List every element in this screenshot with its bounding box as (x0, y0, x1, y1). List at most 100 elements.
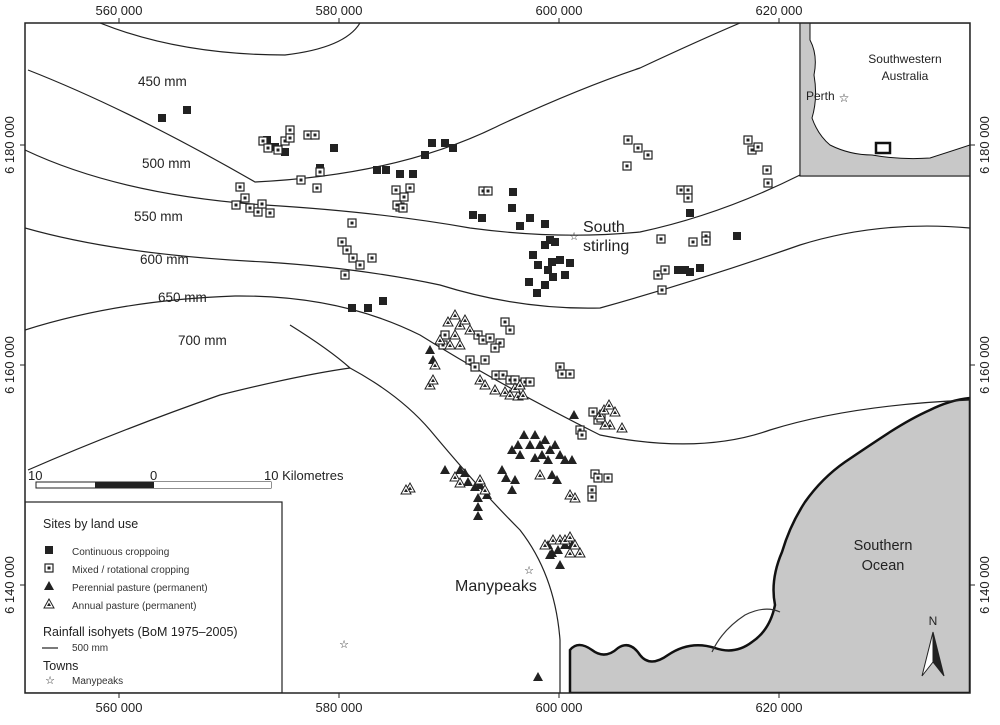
mixed-cropping-site (399, 192, 409, 202)
mixed-cropping-site (633, 143, 643, 153)
x-axis-bottom: 560 000 580 000 600 000 620 000 (96, 700, 803, 715)
perennial-pasture-site (537, 450, 547, 459)
annual-pasture-site (479, 378, 491, 390)
mixed-cropping-site (440, 330, 450, 340)
annual-pasture-site (444, 338, 456, 350)
annual-pasture-site (489, 383, 501, 395)
mixed-cropping-site (231, 200, 241, 210)
x-tick-label: 580 000 (316, 3, 363, 18)
mixed-cropping-site (310, 130, 320, 140)
continuous-cropping-site (556, 256, 564, 264)
annual-pasture-site (517, 388, 529, 400)
continuous-cropping-site (534, 261, 542, 269)
isohyet-label: 650 mm (158, 290, 207, 305)
annual-pasture-site (449, 328, 461, 340)
annual-pasture-site (434, 333, 446, 345)
mixed-cropping-site (688, 237, 698, 247)
mixed-cropping-site (623, 135, 633, 145)
annual-pasture-site (514, 378, 526, 390)
continuous-cropping-site (526, 214, 534, 222)
mixed-cropping-site (312, 183, 322, 193)
annual-pasture-site (574, 546, 586, 558)
town-label: Manypeaks (455, 578, 537, 595)
site-markers (158, 106, 773, 681)
mixed-cropping-site (342, 245, 352, 255)
annual-pasture-site (464, 323, 476, 335)
mixed-cropping-site (337, 237, 347, 247)
annual-pasture-site (429, 358, 441, 370)
inlet (711, 608, 781, 653)
y-tick-label: 6 160 000 (977, 336, 992, 394)
annual-pasture-site (459, 313, 471, 325)
legend-item: Mixed / rotational cropping (72, 565, 189, 576)
perennial-pasture-site (473, 511, 483, 520)
mixed-cropping-site (265, 208, 275, 218)
x-tick-label: 600 000 (536, 700, 583, 715)
perennial-pasture-site (545, 445, 555, 454)
continuous-cropping-site (421, 151, 429, 159)
legend-isohyet-title: Rainfall isohyets (BoM 1975–2005) (43, 625, 238, 639)
continuous-cropping-site (686, 209, 694, 217)
perennial-pasture-site (530, 430, 540, 439)
ocean-label: Southern (854, 538, 913, 554)
mixed-cropping-site (505, 325, 515, 335)
perennial-pasture-site (555, 450, 565, 459)
x-axis-top: 560 000 580 000 600 000 620 000 (96, 3, 803, 18)
town-label: South (583, 219, 625, 236)
mixed-cropping-site (258, 136, 268, 146)
mixed-cropping-site (470, 362, 480, 372)
annual-pasture-site (609, 405, 621, 417)
perennial-pasture-site (530, 453, 540, 462)
mixed-cropping-site (285, 125, 295, 135)
perennial-pasture-site (550, 440, 560, 449)
perth-star-icon: ☆ (839, 91, 850, 105)
continuous-cropping-site (183, 106, 191, 114)
legend-item: Continuous croppoing (72, 547, 169, 558)
mixed-cropping-site (485, 333, 495, 343)
continuous-cropping-site (449, 144, 457, 152)
x-tick-label: 620 000 (756, 700, 803, 715)
perennial-pasture-site (440, 465, 450, 474)
annual-pasture-site (534, 468, 546, 480)
annual-pasture-site (547, 533, 559, 545)
mixed-cropping-site (653, 270, 663, 280)
mixed-cropping-site (490, 343, 500, 353)
mixed-cropping-site (683, 193, 693, 203)
inset-city-label: Perth (806, 89, 835, 103)
scale-label-left: 10 (28, 468, 42, 483)
mixed-cropping-site (603, 473, 613, 483)
tick-marks (20, 18, 975, 698)
ocean-area (568, 396, 970, 693)
mixed-cropping-site (465, 355, 475, 365)
perennial-pasture-site (545, 550, 555, 559)
annual-pasture-site (564, 546, 576, 558)
perennial-pasture-site (510, 475, 520, 484)
mixed-cropping-site (683, 185, 693, 195)
continuous-cropping-site (566, 259, 574, 267)
mixed-cropping-site (701, 236, 711, 246)
continuous-cropping-site (529, 251, 537, 259)
mixed-cropping-site (367, 253, 377, 263)
annual-pasture-site (449, 308, 461, 320)
continuous-cropping-site (733, 232, 741, 240)
legend-towns-title: Towns (43, 659, 78, 673)
perennial-pasture-site (555, 560, 565, 569)
inset-region-label: Australia (882, 69, 929, 83)
annual-pasture-site (569, 538, 581, 550)
mixed-cropping-site (273, 145, 283, 155)
annual-pasture-site (599, 418, 611, 430)
perennial-pasture-site (533, 672, 543, 681)
perennial-pasture-icon (44, 581, 54, 590)
continuous-cropping-site (379, 297, 387, 305)
continuous-cropping-site (696, 264, 704, 272)
isohyet-label: 450 mm (138, 74, 187, 89)
legend-item: Perennial pasture (permanent) (72, 583, 208, 594)
mixed-cropping-site (235, 182, 245, 192)
town-star-icon: ☆ (524, 565, 534, 577)
continuous-cropping-site (541, 220, 549, 228)
perennial-pasture-site (560, 455, 570, 464)
continuous-cropping-site (674, 266, 682, 274)
y-axis-right: 6 180 000 6 160 000 6 140 000 (977, 116, 992, 614)
perennial-pasture-site (525, 440, 535, 449)
annual-pasture-site (427, 373, 439, 385)
